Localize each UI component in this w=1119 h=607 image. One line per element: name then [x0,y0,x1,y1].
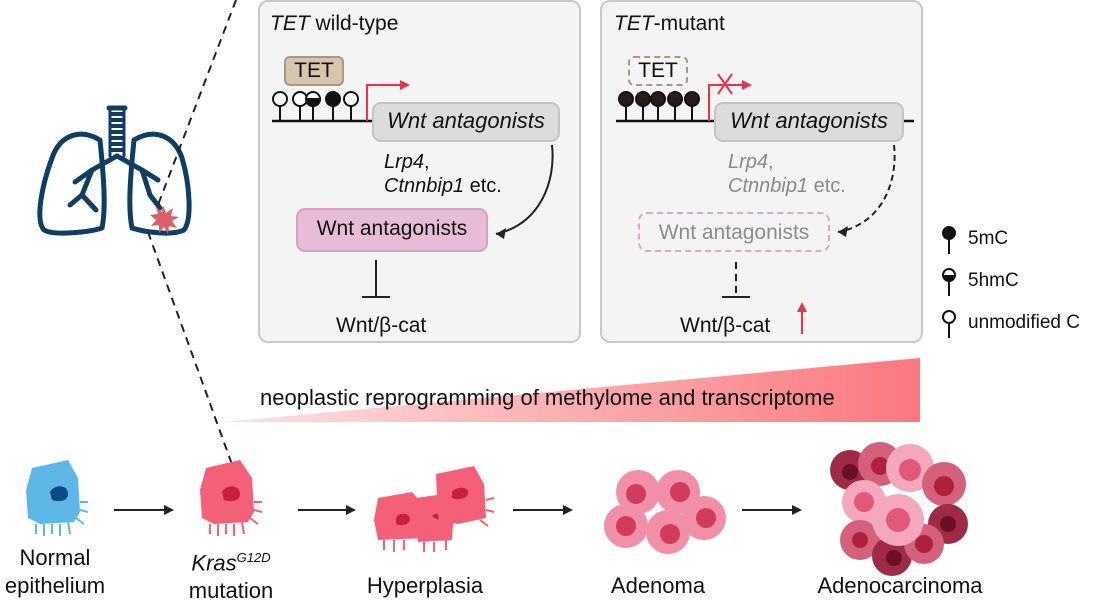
wild-type-title: TET wild-type [270,12,399,35]
target-genes-text: Lrp4, Ctnnbip1 etc. [384,151,502,197]
kras-mutant-cell-icon [200,460,263,536]
reduced-expression-arrow [722,144,896,334]
adenocarcinoma-cells-icon [830,442,968,576]
wnt-antagonists-gene-box: Wnt antagonists [714,102,904,142]
legend-5hmc-icon [942,268,956,296]
transcription-arrow-blocked [708,84,742,121]
stage-label-hyperplasia: Hyperplasia [366,573,484,598]
expression-arrow [362,144,554,298]
reprogramming-gradient-wedge [222,358,920,422]
progression-cells [26,442,968,576]
tumor-star-icon [150,205,179,234]
target-genes-text: Lrp4, Ctnnbip1 etc. [728,151,846,197]
wnt-antagonists-gene-box: Wnt antagonists [372,102,560,142]
legend-5mc-icon [942,226,956,254]
wnt-beta-catenin-label: Wnt/β-cat [680,314,771,337]
wnt-antagonists-protein-box: Wnt antagonists [296,208,488,252]
legend-label-5hmc: 5hmC [968,270,1019,291]
mutant-title: TET-mutant [614,12,725,35]
normal-cell-icon [26,460,89,536]
lung-icon [37,105,192,236]
legend-unmodified-icon [942,310,956,338]
mutant-panel: TET-mutant TET Wnt antagonists Lrp4, Ctn… [600,0,923,343]
stage-label-adenoma: Adenoma [610,573,706,598]
reprogramming-label: neoplastic reprogramming of methylome an… [260,385,835,410]
stage-label-adenocarcinoma: Adenocarcinoma [817,573,983,598]
transcription-arrow-active [366,84,400,121]
legend-label-5mc: 5mC [968,228,1009,249]
adenoma-cells-icon [604,470,726,554]
wild-type-panel: TET wild-type TET Wnt antagonists Lrp4, … [258,0,581,343]
tet-enzyme-box: TET [284,56,344,86]
hyperplasia-cells-icon [374,466,495,552]
wnt-antagonists-protein-box-reduced: Wnt antagonists [638,212,830,252]
tet-enzyme-box-absent: TET [628,56,688,86]
legend-label-unmodified: unmodified C [968,312,1080,333]
legend: 5mC 5hmC unmodified C [940,224,1119,344]
wnt-beta-catenin-label: Wnt/β-cat [336,314,427,337]
